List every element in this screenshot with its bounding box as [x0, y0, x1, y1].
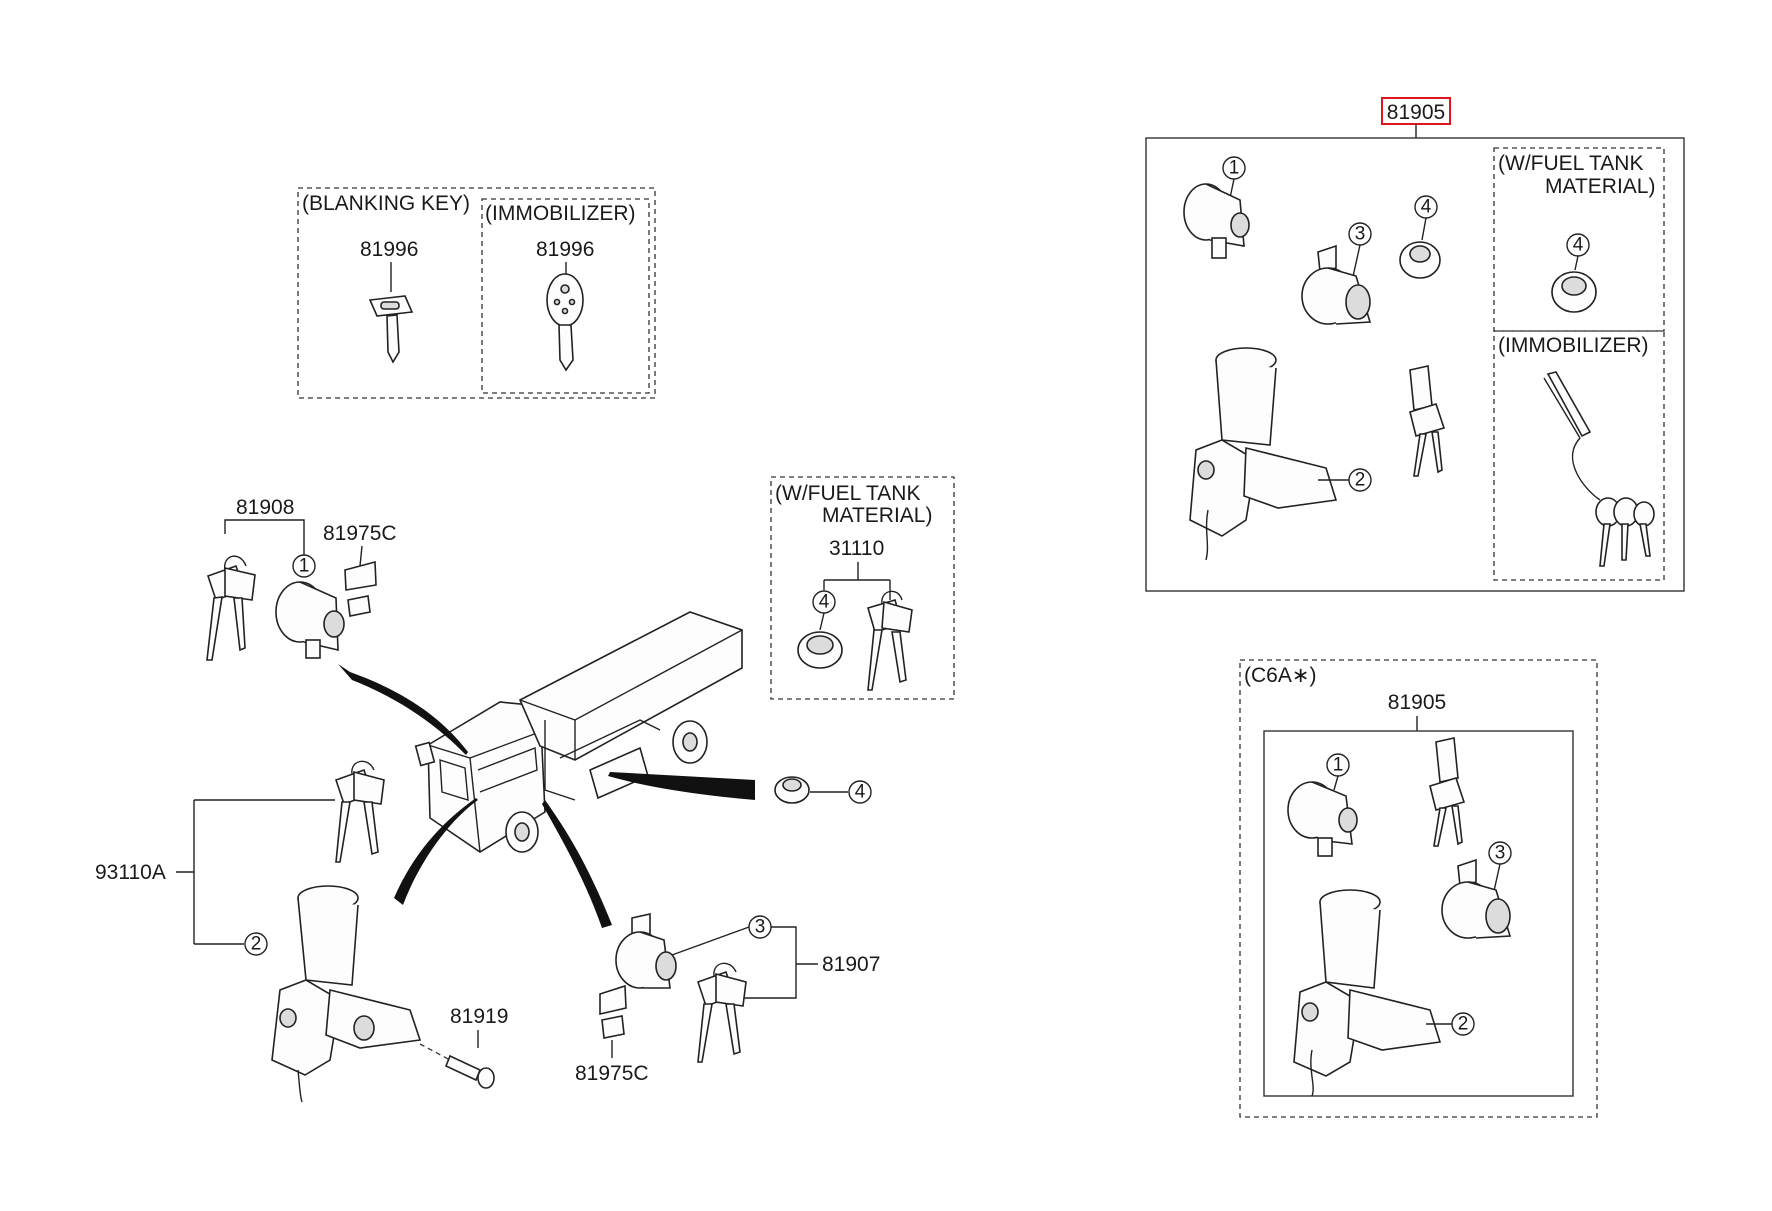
part-code-93110a: 93110A	[95, 861, 166, 884]
part-code-81905-kit: 81905	[1387, 101, 1445, 124]
truck-illustration	[338, 611, 755, 928]
kit-fuel-cap-icon	[1399, 241, 1441, 279]
kit-c6a-door-lock-icon	[1287, 781, 1358, 857]
kit-c6a-ignition-switch-icon	[1293, 889, 1442, 1097]
part-code-81908: 81908	[236, 496, 294, 519]
callout-4-fuel-tank-material: 4	[819, 592, 830, 613]
key-pair-icon	[206, 555, 256, 661]
kit-c6a-callout-2: 2	[1458, 1014, 1469, 1035]
kit-c6a-frame	[1263, 730, 1574, 1097]
fuel-cap-key-pair-icon	[867, 590, 913, 691]
door-lock-cylinder-icon	[275, 581, 345, 659]
part-code-81975c-top: 81975C	[323, 522, 397, 545]
callout-3-main: 3	[755, 917, 766, 938]
kit-rear-lock-icon	[1301, 244, 1372, 325]
retainer-clip-icon	[344, 560, 377, 617]
part-code-81975c-bottom: 81975C	[575, 1062, 649, 1085]
kit-fuel-header-line2: MATERIAL)	[1545, 175, 1655, 198]
immobilizer-key-icon	[546, 273, 584, 372]
part-code-81996-immobilizer: 81996	[536, 238, 594, 261]
truck-bed	[518, 611, 743, 761]
blanking-key-box	[297, 187, 656, 399]
kit-callout-2: 2	[1355, 470, 1366, 491]
fuel-tank-header-line2: MATERIAL)	[822, 504, 932, 527]
fuel-tank-material-box	[770, 476, 955, 700]
callout-1-main: 1	[299, 556, 310, 577]
callout-2-main: 2	[251, 934, 262, 955]
part-code-81919: 81919	[450, 1005, 508, 1028]
part-code-81905-c6a: 81905	[1388, 691, 1446, 714]
rear-door-lock-cylinder-icon	[615, 913, 677, 989]
pointer-to-door-lock	[542, 800, 612, 928]
kit-c6a-callout-3: 3	[1495, 843, 1506, 864]
pointer-to-fuel-cap	[608, 772, 755, 800]
kit-immobilizer-box	[1493, 330, 1665, 581]
kit-key-set-icon	[1409, 365, 1446, 477]
immobilizer-key-box	[481, 198, 650, 394]
callout-4-fuel-cap: 4	[855, 782, 866, 803]
kit-callout-1: 1	[1229, 158, 1240, 179]
kit-c6a-header: (C6A∗)	[1244, 664, 1316, 687]
kit-c6a-callout-1: 1	[1333, 755, 1344, 776]
blanking-key-group: (BLANKING KEY) (IMMOBILIZER) 81996 81996	[297, 187, 656, 399]
kit-fuel-header-line1: (W/FUEL TANK	[1498, 152, 1643, 175]
kit-c6a-group: (C6A∗) 81905 1 3	[1239, 659, 1598, 1118]
part-81908-group: 81908 1 81975C	[206, 496, 397, 661]
kit-c6a-dashed-box	[1239, 659, 1598, 1118]
part-81907-group: 3 81907 81975C	[575, 913, 880, 1085]
kit-c6a-key-set-icon	[1429, 737, 1466, 847]
fuel-cap-group: 4	[774, 776, 872, 804]
kit-door-lock-icon	[1183, 183, 1250, 259]
kit-callout-3: 3	[1355, 224, 1366, 245]
kit-locking-fuel-cap-icon	[1551, 271, 1597, 313]
blank-key-icon	[368, 295, 414, 364]
immobilizer-key-header: (IMMOBILIZER)	[485, 202, 636, 225]
kit-81905-frame	[1145, 137, 1685, 592]
kit-81905-group: 81905 (W/FUEL TANK MATERIAL) (IMMOBILIZE…	[1145, 97, 1685, 592]
fuel-tank-material-group: (W/FUEL TANK MATERIAL) 31110 4	[770, 476, 955, 700]
retainer-clip-bottom-icon	[599, 984, 627, 1039]
kit-immobilizer-header: (IMMOBILIZER)	[1498, 334, 1649, 357]
ignition-key-pair-icon	[334, 760, 385, 863]
part-code-81907: 81907	[822, 953, 880, 976]
kit-fuel-tank-box	[1493, 147, 1665, 332]
kit-fuel-callout-4: 4	[1573, 235, 1584, 256]
pointer-to-cab-lock	[338, 664, 468, 755]
blanking-key-header: (BLANKING KEY)	[302, 192, 470, 215]
kit-ignition-switch-icon	[1189, 347, 1338, 561]
kit-c6a-rear-lock-icon	[1441, 858, 1512, 939]
rear-door-key-pair-icon	[696, 962, 747, 1063]
screw-icon	[444, 1054, 495, 1089]
fuel-tank-header-line1: (W/FUEL TANK	[775, 482, 920, 505]
kit-callout-4: 4	[1421, 197, 1432, 218]
part-code-31110: 31110	[829, 537, 884, 560]
pointer-to-ignition	[394, 798, 478, 905]
ignition-switch-icon	[271, 885, 422, 1103]
ignition-group: 93110A 2 81919	[95, 760, 508, 1103]
part-code-81996-blanking: 81996	[360, 238, 418, 261]
locking-fuel-cap-icon	[797, 631, 843, 669]
kit-immobilizer-key-set-icon	[1543, 371, 1655, 567]
